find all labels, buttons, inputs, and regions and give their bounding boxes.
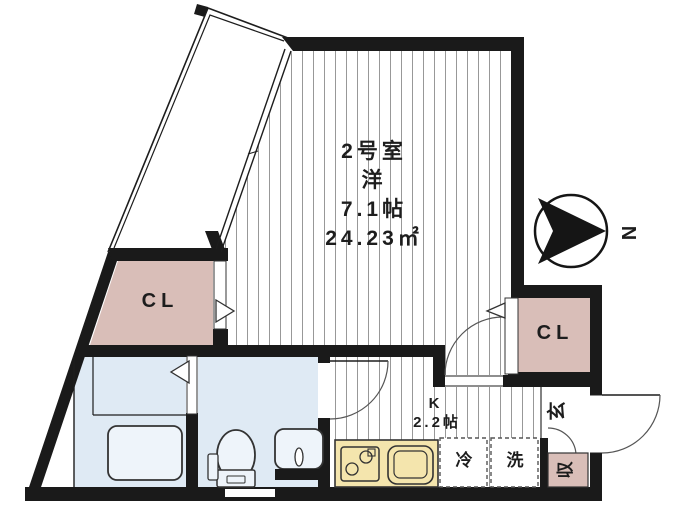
wall-right-main (511, 37, 524, 298)
kitchen-label: K (428, 395, 442, 412)
toilet-door-arc (329, 360, 389, 420)
balcony-railing-inner (113, 14, 285, 249)
wall-kitchen-entry (540, 438, 548, 487)
storage-label: 収 (556, 461, 575, 479)
wall-bath-right (186, 413, 198, 487)
closet-left-area (90, 261, 213, 345)
room-number: 2号室 (341, 140, 407, 163)
wall-closet-left-top (108, 248, 228, 261)
window-end-wedge (205, 231, 226, 252)
bath-door-leaf (186, 355, 198, 415)
entry-storage-box (547, 452, 589, 488)
burner-1 (345, 462, 359, 476)
mainroom-door-arc (444, 316, 504, 376)
wall-vent-slit (225, 489, 275, 497)
wall-mainroom-bottom (228, 345, 433, 357)
wall-outer-right-a (590, 285, 602, 395)
storage-door-arc (547, 427, 577, 455)
main-room-label: 2号室 洋 7.1帖 24.23㎡ (258, 141, 490, 257)
compass (533, 193, 609, 269)
wall-diagonal (25, 252, 120, 499)
bathtub (107, 425, 183, 481)
closet-left-label: CL (141, 290, 179, 312)
mainroom-door-marker (485, 301, 506, 319)
wall-top (282, 37, 524, 51)
vanity-counter-edge (275, 469, 323, 480)
entrance-door-arc (601, 394, 661, 454)
walls (25, 4, 602, 501)
refrigerator-label: 冷 (455, 451, 473, 470)
thin-lines (73, 6, 542, 487)
room-size: 7.1帖 (340, 198, 408, 221)
toilet-tank (216, 469, 256, 488)
vanity-faucet (294, 447, 304, 467)
mainroom-door-leaf (504, 297, 519, 375)
closet-right-area (518, 298, 590, 372)
wall-closet-right-top (511, 285, 602, 298)
room-area: 24.23㎡ (325, 227, 423, 250)
stove (340, 446, 380, 482)
refrigerator-space (439, 437, 488, 488)
entrance-label: 玄 (547, 401, 568, 421)
fixtures (107, 425, 589, 497)
closet-right-label: CL (536, 322, 574, 344)
balcony-tip-cap (194, 4, 208, 17)
window-line-inner (215, 48, 286, 250)
wall-closet-right-bottom (508, 372, 602, 387)
closet-left-door-marker (215, 298, 236, 324)
window-tick (247, 150, 259, 155)
balcony (108, 8, 292, 252)
wall-bottom (25, 487, 602, 501)
kitchen-sink (387, 445, 434, 485)
kitchen-size-label: 2.2帖 (413, 414, 461, 431)
balcony-railing-outer (107, 6, 289, 253)
north-label: N (617, 225, 639, 241)
washer-label: 洗 (506, 451, 524, 470)
washer-space (490, 437, 539, 488)
toilet-flush-handle (207, 453, 219, 481)
compass-arrow (538, 198, 606, 264)
burner-2 (359, 450, 373, 464)
room-style: 洋 (361, 169, 387, 192)
wall-closet-left-right-piece (213, 329, 228, 345)
bath-door-marker (169, 359, 190, 385)
doors (169, 260, 661, 455)
